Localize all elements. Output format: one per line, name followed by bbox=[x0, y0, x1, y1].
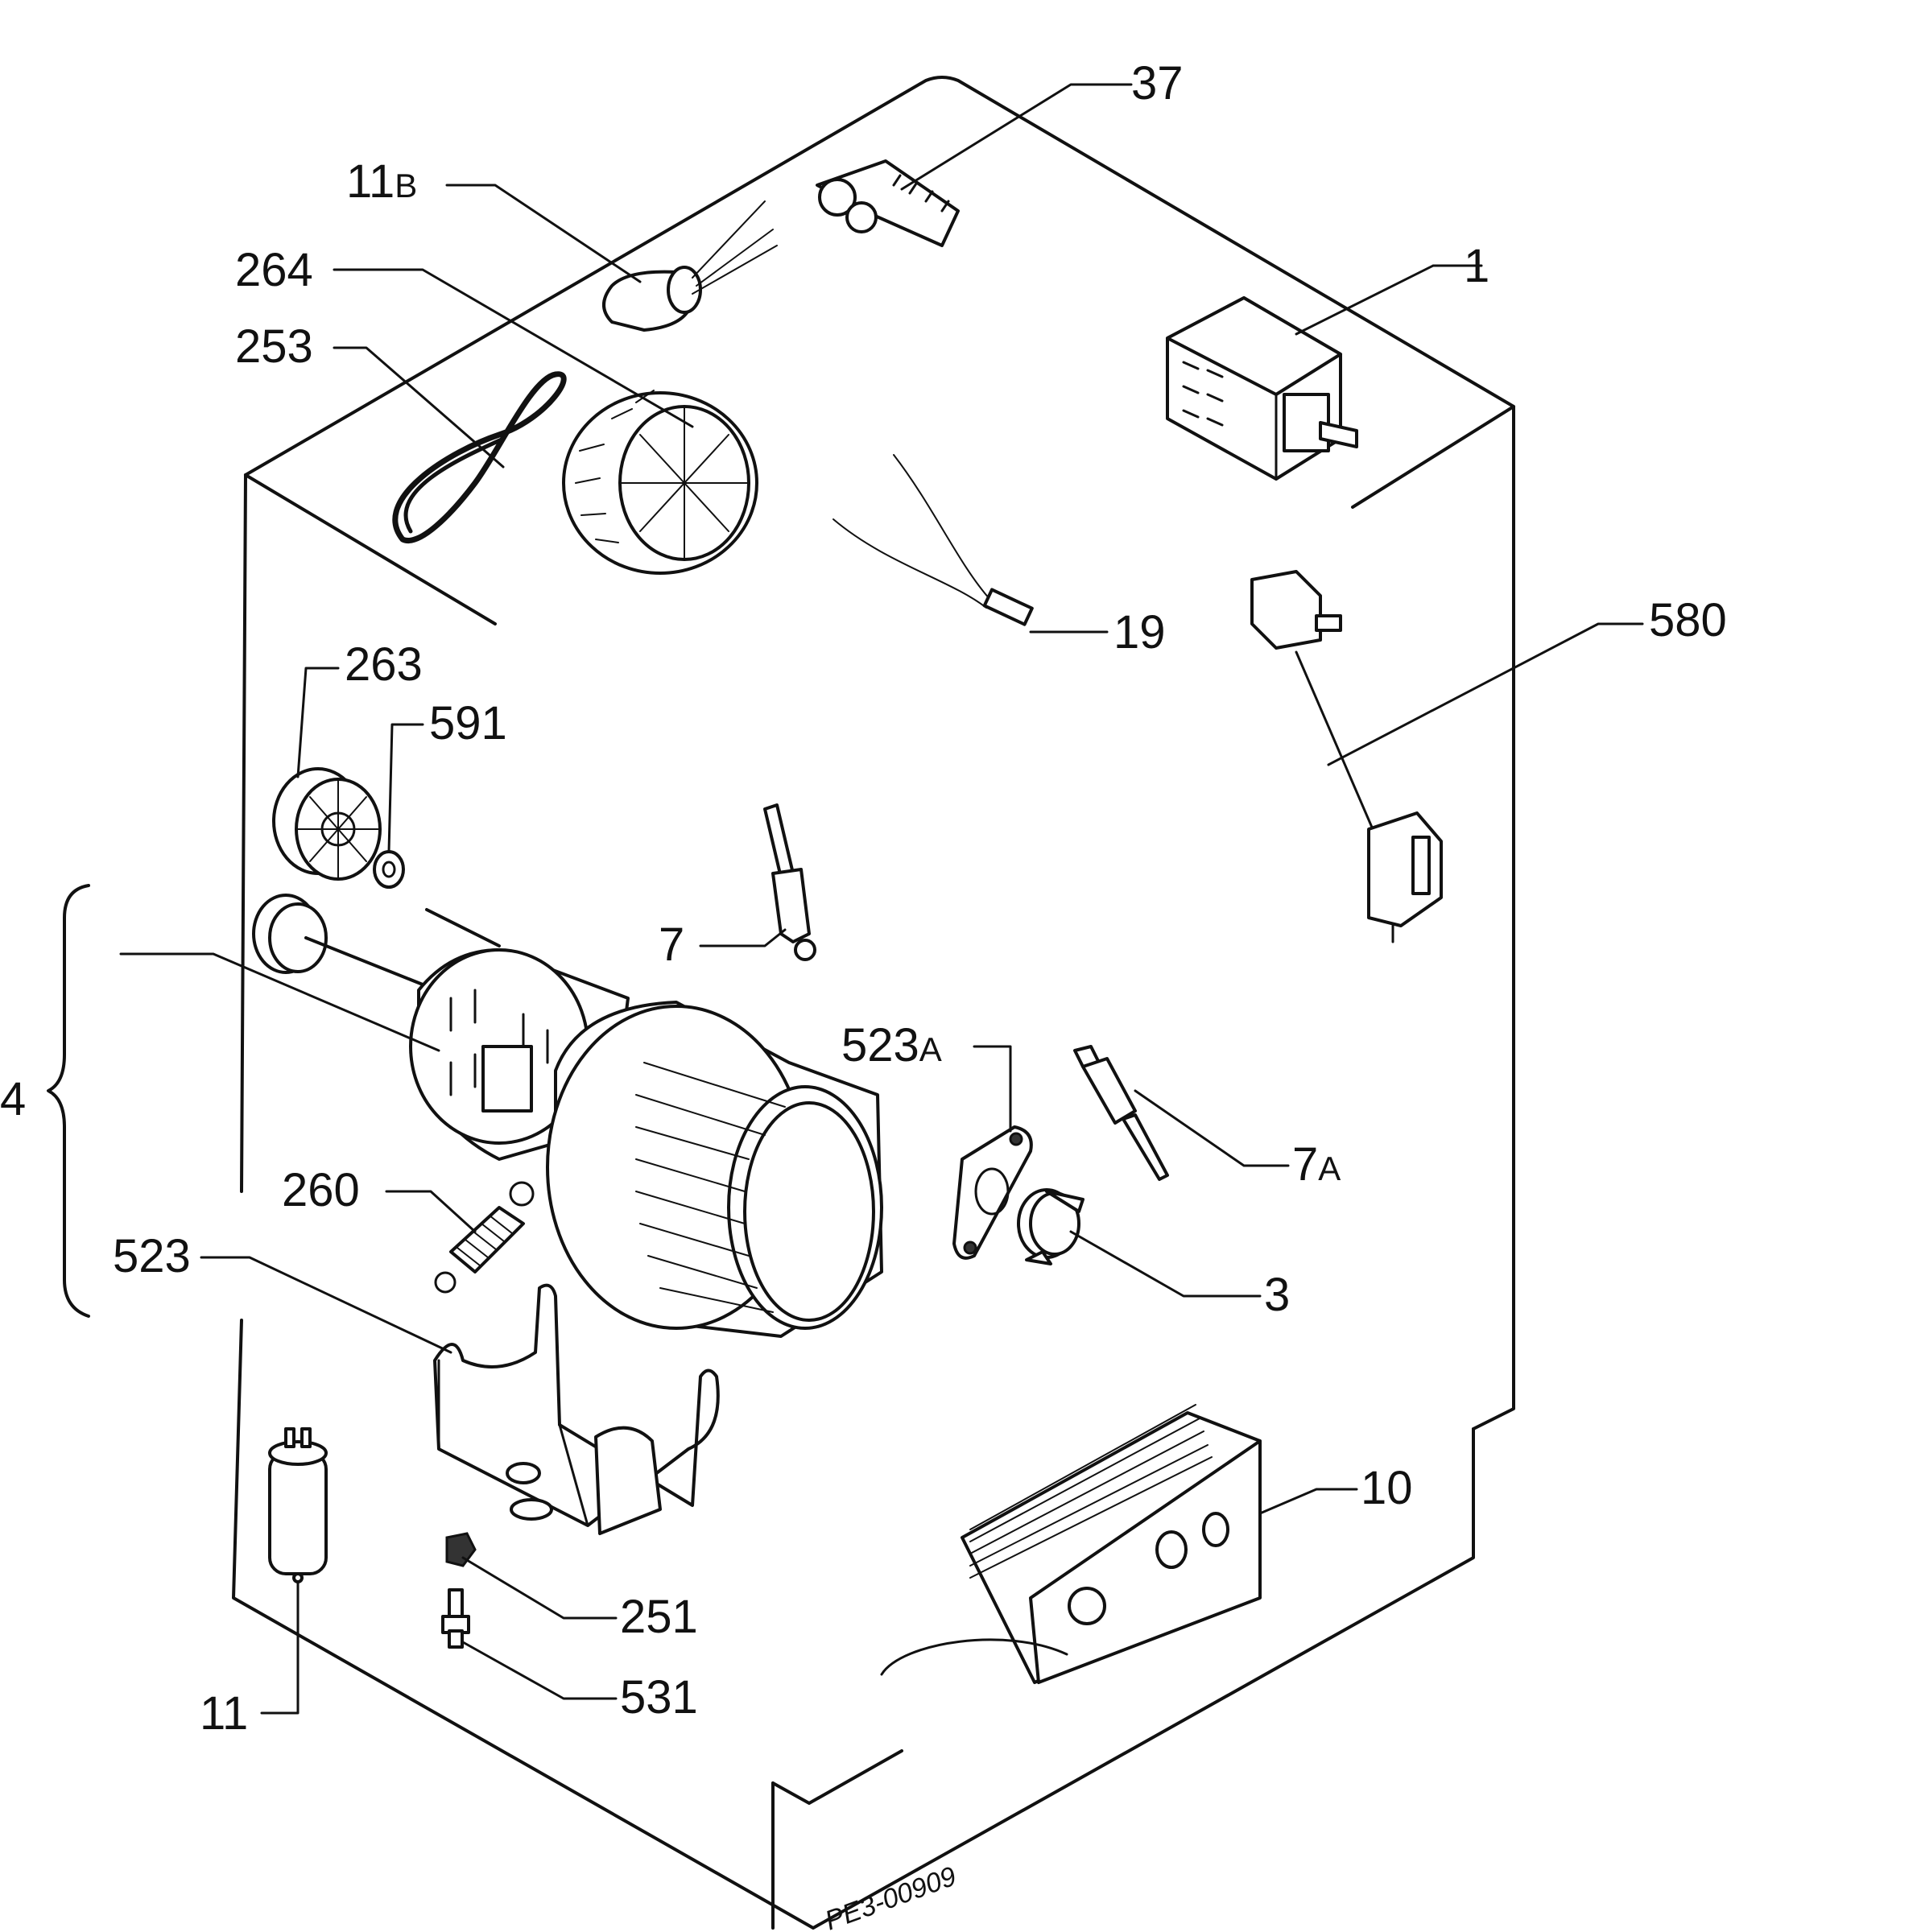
part-terminal-block bbox=[816, 159, 960, 247]
callout-labels: 37 11B 264 253 1 19 580 263 591 7 523A 4… bbox=[0, 57, 1727, 1740]
part-thermal-probe bbox=[832, 454, 1034, 626]
part-washer bbox=[373, 850, 405, 889]
callout-11b: 11B bbox=[346, 155, 417, 208]
callout-4: 4 bbox=[0, 1073, 26, 1125]
cabinet-outline bbox=[232, 76, 1515, 1930]
part-drive-belt bbox=[392, 371, 567, 543]
callout-1: 1 bbox=[1464, 240, 1489, 292]
part-heater bbox=[880, 1404, 1262, 1684]
part-pulley bbox=[272, 767, 382, 881]
callout-251: 251 bbox=[620, 1591, 698, 1643]
part-thermostat-sensor-a bbox=[1073, 1045, 1169, 1181]
callout-253: 253 bbox=[235, 320, 313, 373]
callout-19: 19 bbox=[1113, 606, 1166, 658]
part-thermostat-disc bbox=[1017, 1188, 1085, 1265]
part-blower-wheel bbox=[562, 390, 758, 575]
part-capacitor-small bbox=[602, 200, 778, 332]
callout-264: 264 bbox=[235, 244, 313, 296]
callout-37: 37 bbox=[1131, 57, 1184, 109]
callout-580: 580 bbox=[1649, 594, 1727, 646]
part-screw bbox=[441, 1588, 470, 1649]
part-motor-bracket bbox=[433, 1283, 720, 1535]
drawing-code: PE3-00909 bbox=[821, 1861, 961, 1932]
callout-10: 10 bbox=[1361, 1462, 1413, 1514]
callout-523a: 523A bbox=[841, 1019, 942, 1071]
part-thermostat-sensor bbox=[763, 803, 816, 961]
callout-591: 591 bbox=[429, 697, 507, 749]
callout-7: 7 bbox=[659, 919, 684, 971]
callout-3: 3 bbox=[1264, 1269, 1290, 1321]
leader-lines bbox=[119, 83, 1644, 1715]
callout-523: 523 bbox=[113, 1230, 191, 1282]
part-tension-spring bbox=[434, 1181, 535, 1294]
callout-260: 260 bbox=[282, 1164, 360, 1216]
part-nut bbox=[445, 1532, 477, 1567]
callout-263: 263 bbox=[345, 638, 423, 691]
part-timer-switch bbox=[1166, 296, 1358, 481]
part-door-switch bbox=[1250, 570, 1443, 943]
part-gasket-plate bbox=[952, 1125, 1033, 1260]
callout-11: 11 bbox=[200, 1687, 248, 1740]
part-motor-assembly bbox=[252, 894, 883, 1338]
callout-7a: 7A bbox=[1292, 1138, 1341, 1191]
assembly-brace bbox=[47, 884, 90, 1318]
callout-531: 531 bbox=[620, 1671, 698, 1724]
part-capacitor bbox=[268, 1427, 328, 1600]
